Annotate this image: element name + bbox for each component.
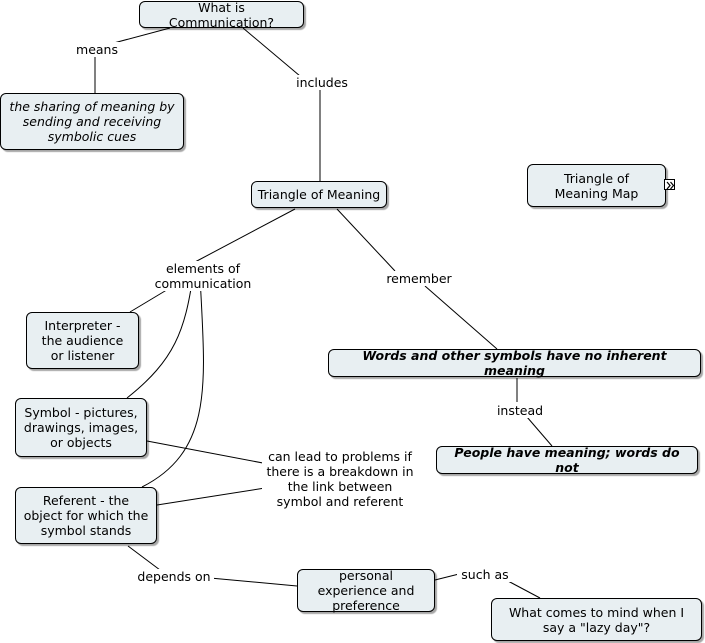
edge-elements-to-referent	[141, 275, 204, 488]
link-elements-of-communication: elements of communication	[114, 261, 292, 291]
edge-elements-to-symbol	[126, 275, 194, 399]
node-words-no-meaning[interactable]: Words and other symbols have no inherent…	[328, 348, 701, 378]
link-instead: instead	[494, 403, 546, 418]
node-triangle-of-meaning-map[interactable]: Triangle of Meaning Map	[527, 164, 666, 207]
link-remember: remember	[383, 271, 455, 286]
node-personal-experience[interactable]: personal experience and preference	[297, 568, 435, 613]
node-symbol[interactable]: Symbol - pictures, drawings, images, or …	[15, 398, 147, 457]
edge-symbol-to-problems	[146, 440, 285, 468]
edge-referent-to-problems	[156, 487, 266, 506]
node-sharing-of-meaning[interactable]: the sharing of meaning by sending and re…	[0, 93, 184, 150]
edge-what-to-includes	[242, 27, 301, 77]
edge-triangle-to-elements	[194, 208, 296, 263]
node-lazy-day[interactable]: What comes to mind when I say a "lazy da…	[491, 598, 702, 641]
edge-what-to-means	[109, 27, 171, 45]
edge-depends-to-personal	[209, 577, 298, 587]
link-means: means	[73, 42, 121, 57]
edge-suchas-to-lazy	[507, 580, 541, 599]
edge-remember-to-words	[424, 285, 498, 350]
node-interpreter-label: Interpreter - the audience or listener	[41, 318, 124, 363]
node-referent-label: Referent - the object for which the symb…	[23, 493, 149, 538]
node-lazy-day-label: What comes to mind when I say a "lazy da…	[508, 604, 685, 635]
node-people-have-meaning[interactable]: People have meaning; words do not	[436, 445, 698, 475]
node-sharing-of-meaning-label: the sharing of meaning by sending and re…	[9, 99, 175, 144]
node-triangle-of-meaning[interactable]: Triangle of Meaning	[251, 181, 387, 208]
node-words-no-meaning-label: Words and other symbols have no inherent…	[362, 348, 667, 378]
node-referent[interactable]: Referent - the object for which the symb…	[15, 487, 157, 544]
node-what-is-communication[interactable]: What is Communication?	[139, 0, 304, 30]
node-triangle-of-meaning-map-label: Triangle of Meaning Map	[554, 170, 639, 201]
node-symbol-label: Symbol - pictures, drawings, images, or …	[23, 405, 139, 450]
link-can-lead-to-problems: can lead to problems if there is a break…	[262, 449, 418, 509]
node-interpreter[interactable]: Interpreter - the audience or listener	[26, 312, 139, 369]
node-people-have-meaning-label: People have meaning; words do not	[454, 445, 680, 475]
link-includes: includes	[292, 75, 352, 90]
node-what-is-communication-label: What is Communication?	[168, 0, 275, 30]
edge-referent-to-depends	[127, 545, 161, 571]
double-chevron-right-icon[interactable]	[664, 179, 675, 190]
node-personal-experience-label: personal experience and preference	[317, 568, 415, 613]
edge-instead-to-people	[526, 416, 553, 447]
link-depends-on: depends on	[134, 569, 214, 584]
node-triangle-of-meaning-label: Triangle of Meaning	[257, 187, 381, 202]
edge-triangle-to-remember	[336, 208, 396, 272]
link-such-as: such as	[457, 567, 513, 582]
